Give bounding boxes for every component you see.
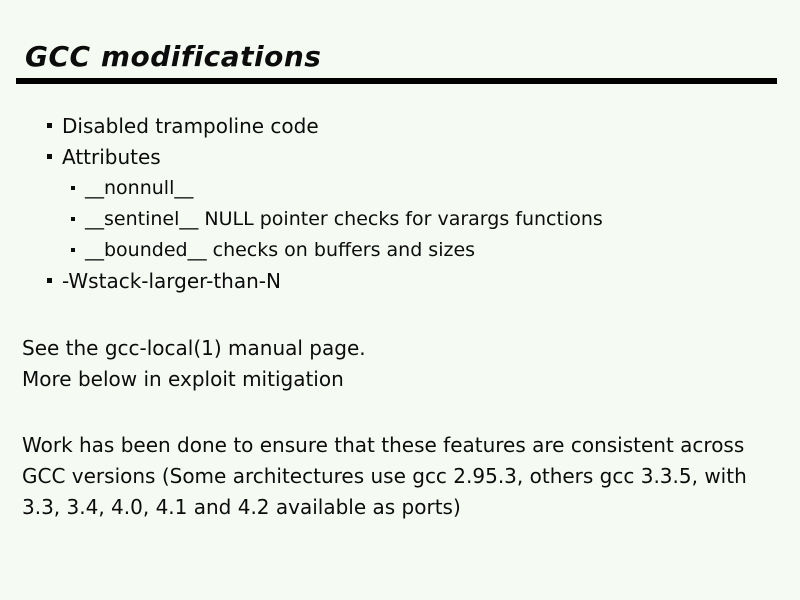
- bullet-label: Attributes: [62, 144, 161, 169]
- list-item: Disabled trampoline code: [0, 110, 800, 141]
- closing-paragraph: Work has been done to ensure that these …: [22, 430, 747, 523]
- bullet-square-icon: [47, 123, 52, 128]
- bullet-list: Disabled trampoline code Attributes __no…: [0, 110, 800, 296]
- bullet-square-icon: [47, 154, 52, 159]
- list-item: __bounded__ checks on buffers and sizes: [0, 234, 800, 265]
- closing-line: 3.3, 3.4, 4.0, 4.1 and 4.2 available as …: [22, 495, 461, 519]
- list-item: -Wstack-larger-than-N: [0, 265, 800, 296]
- bullet-dot-icon: [71, 247, 75, 252]
- see-manual-line: See the gcc-local(1) manual page.: [22, 336, 366, 360]
- closing-line: Work has been done to ensure that these …: [22, 433, 745, 457]
- bullet-square-icon: [47, 278, 52, 283]
- list-item: Attributes: [0, 141, 800, 172]
- bullet-dot-icon: [71, 216, 75, 221]
- bullet-label: __sentinel__ NULL pointer checks for var…: [85, 207, 603, 230]
- bullet-dot-icon: [71, 185, 75, 190]
- page-title: GCC modifications: [25, 40, 322, 73]
- closing-line: GCC versions (Some architectures use gcc…: [22, 464, 747, 488]
- bullet-label: Disabled trampoline code: [62, 113, 319, 138]
- list-item: __sentinel__ NULL pointer checks for var…: [0, 203, 800, 234]
- title-underline: [16, 78, 777, 84]
- bullet-label: __nonnull__: [85, 176, 194, 199]
- bullet-label: __bounded__ checks on buffers and sizes: [85, 238, 476, 261]
- more-below-line: More below in exploit mitigation: [22, 367, 344, 391]
- list-item: __nonnull__: [0, 172, 800, 203]
- notes-paragraph: See the gcc-local(1) manual page. More b…: [22, 333, 366, 395]
- bullet-label: -Wstack-larger-than-N: [62, 268, 281, 293]
